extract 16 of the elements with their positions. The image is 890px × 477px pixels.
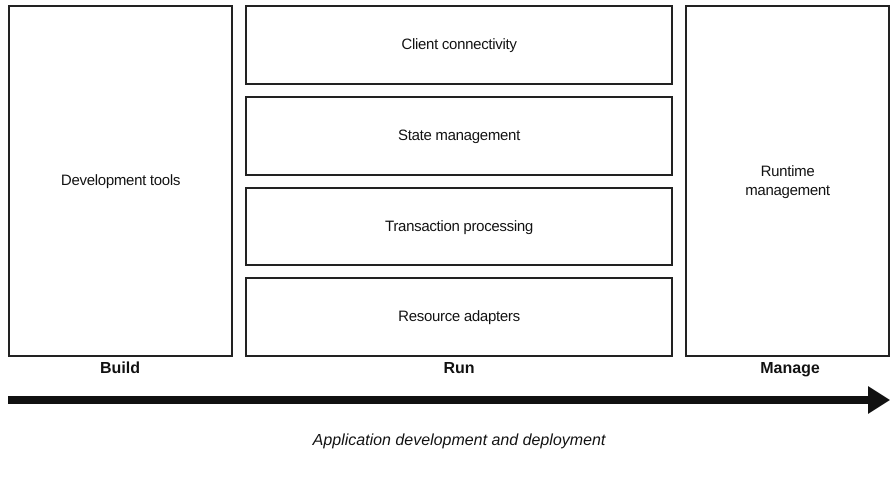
phase-label: Manage bbox=[760, 360, 820, 378]
node-label: Client connectivity bbox=[401, 35, 517, 55]
layer-box bbox=[245, 186, 673, 266]
node-label: State management bbox=[398, 126, 520, 146]
caption: Application development and deployment bbox=[312, 432, 606, 450]
layer-box bbox=[245, 5, 673, 85]
node-label: Development tools bbox=[60, 171, 180, 191]
column-box bbox=[8, 5, 233, 357]
phase-label: Build bbox=[100, 360, 140, 378]
column-box bbox=[685, 5, 890, 357]
node-label: Resource adapters bbox=[398, 307, 520, 327]
layer-box bbox=[245, 96, 673, 176]
phase-label: Run bbox=[443, 360, 475, 378]
node-label: Runtime management bbox=[744, 162, 831, 200]
layer-box bbox=[245, 277, 673, 357]
node-label: Transaction processing bbox=[385, 216, 533, 236]
